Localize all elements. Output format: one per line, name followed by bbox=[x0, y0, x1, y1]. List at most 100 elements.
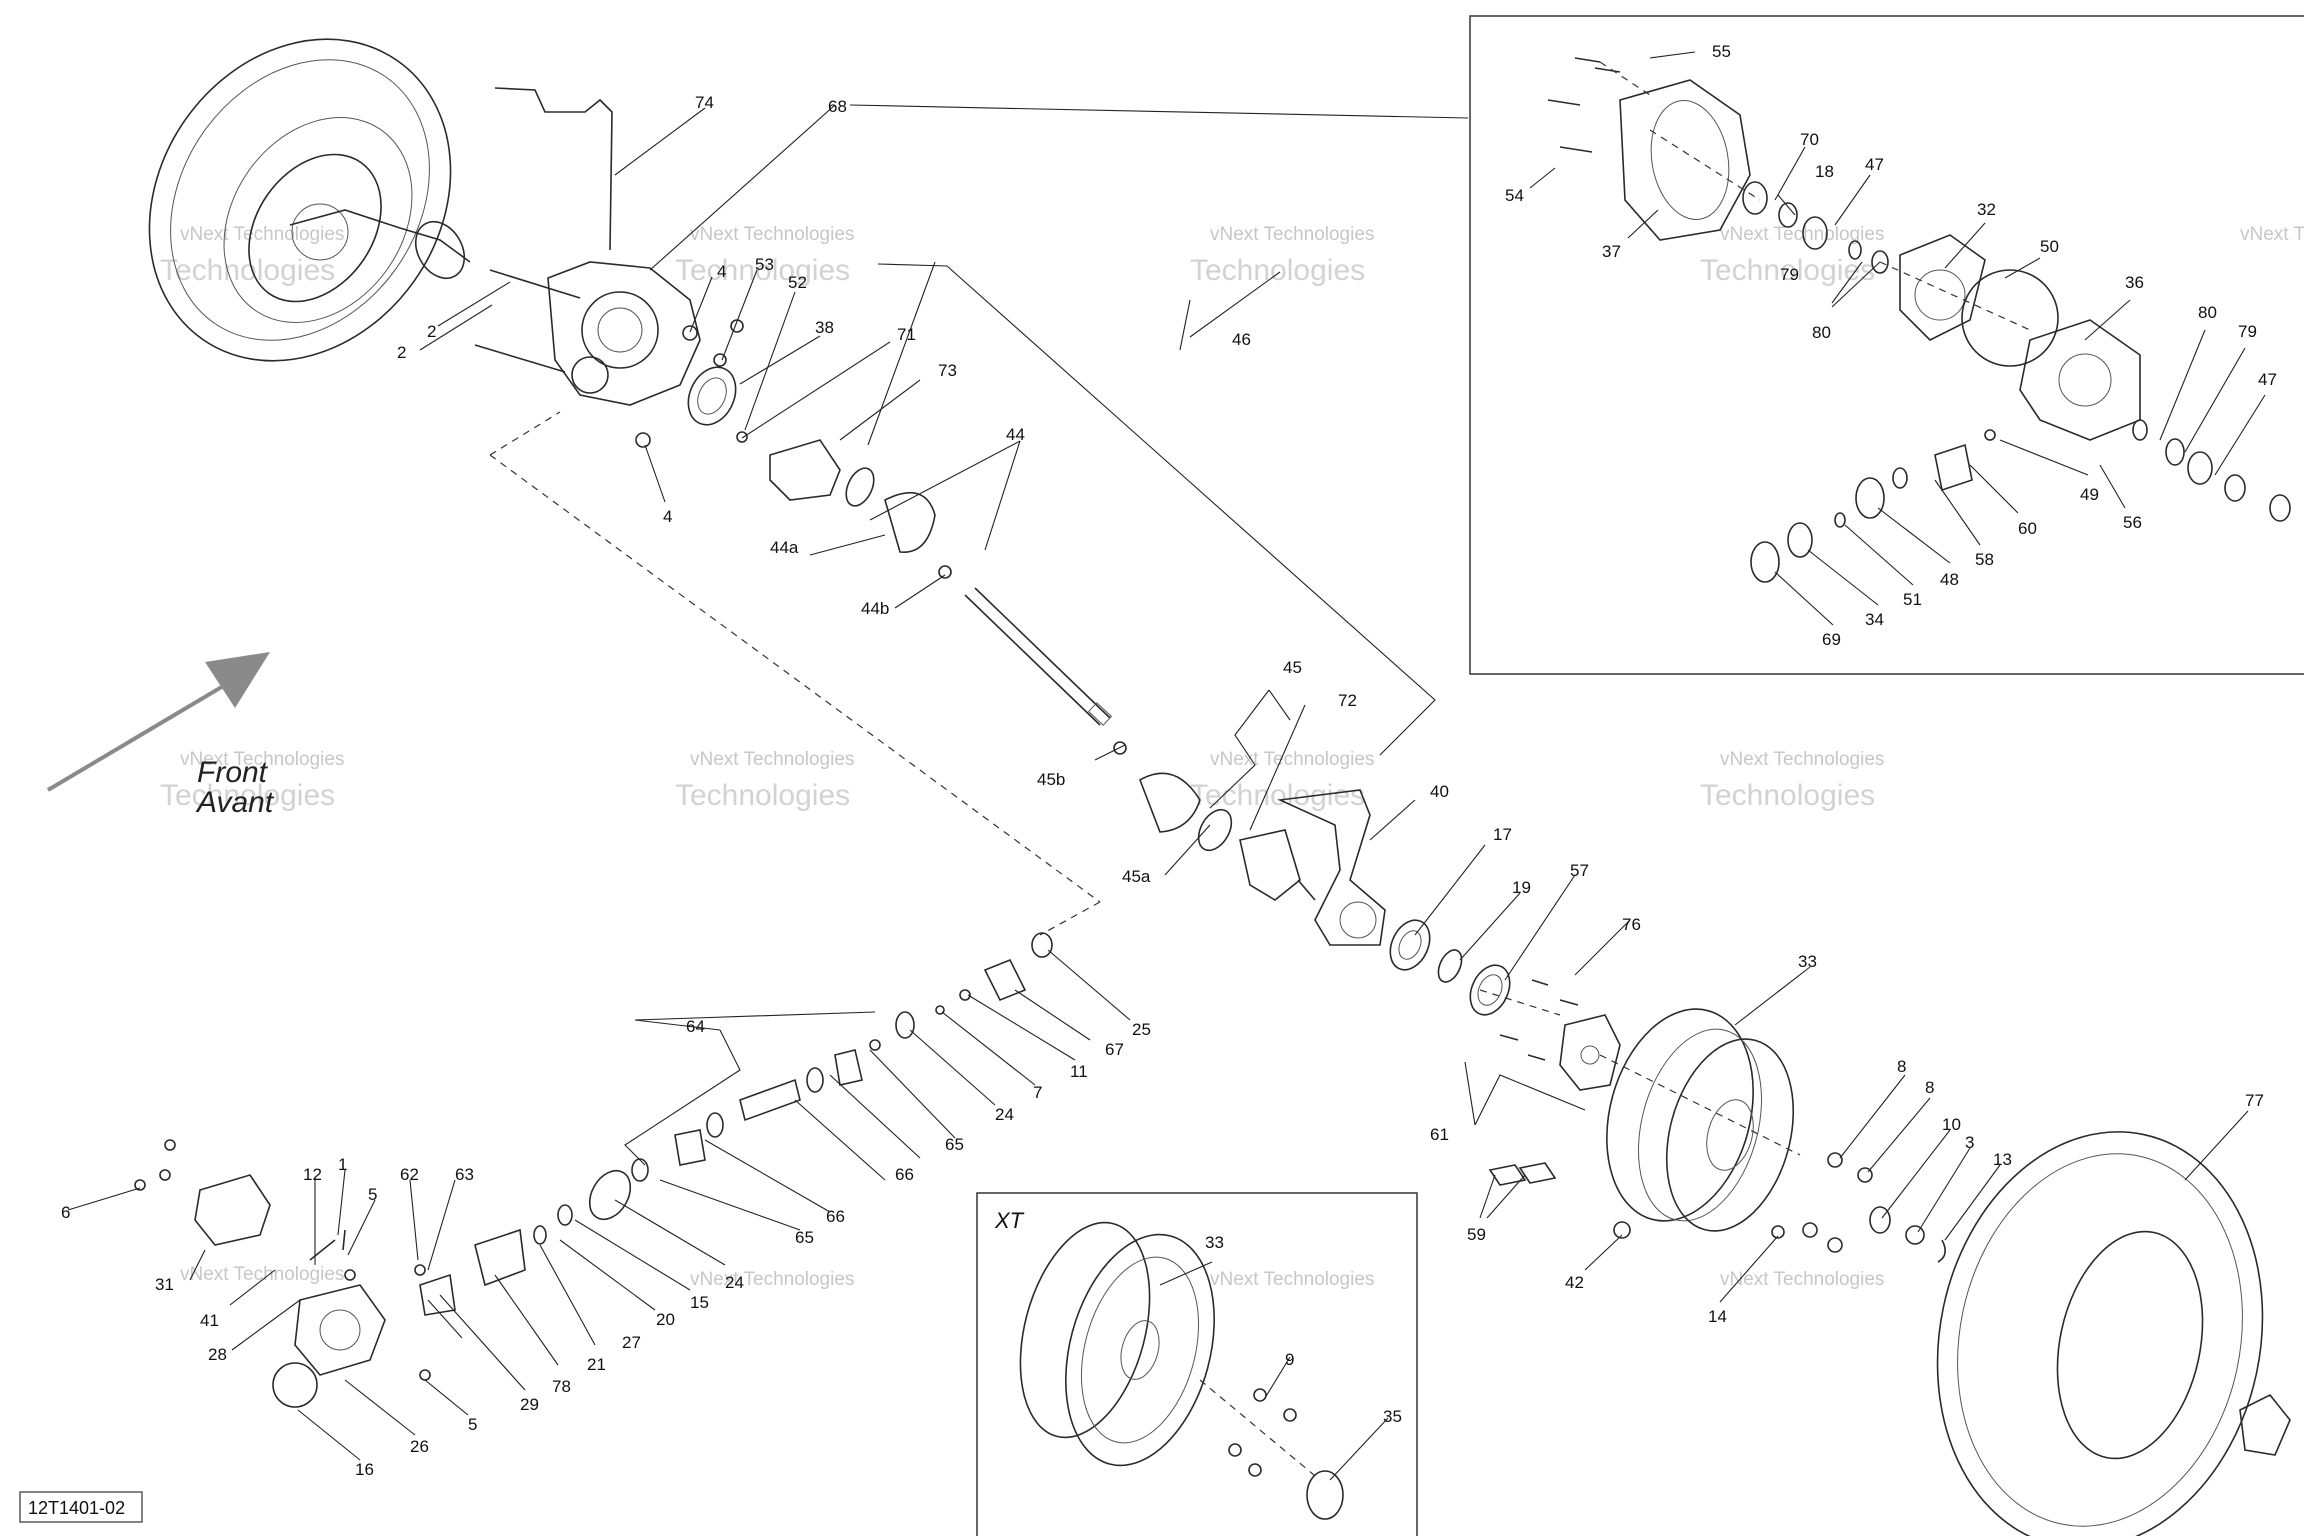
callout-67: 67 bbox=[1105, 1040, 1124, 1059]
wheel-weights bbox=[1488, 1162, 1557, 1186]
front-differential bbox=[474, 261, 744, 448]
callout-19: 19 bbox=[1512, 878, 1531, 897]
callout-45b: 45b bbox=[1037, 770, 1065, 789]
callout-79: 79 bbox=[1780, 265, 1799, 284]
callout-10: 10 bbox=[1942, 1115, 1961, 1134]
xt-wheel bbox=[1019, 1221, 1344, 1520]
callout-17: 17 bbox=[1493, 825, 1512, 844]
callout-44a: 44a bbox=[770, 538, 799, 557]
callout-24: 24 bbox=[725, 1273, 744, 1292]
callout-34: 34 bbox=[1865, 610, 1884, 629]
callout-47: 47 bbox=[2258, 370, 2277, 389]
callout-12: 12 bbox=[303, 1165, 322, 1184]
callout-48: 48 bbox=[1940, 570, 1959, 589]
callout-44: 44 bbox=[1006, 425, 1025, 444]
callout-61: 61 bbox=[1430, 1125, 1449, 1144]
callout-53: 53 bbox=[755, 255, 774, 274]
outer-cv-joint bbox=[1113, 741, 1316, 901]
callout-79: 79 bbox=[2238, 322, 2257, 341]
callout-64: 64 bbox=[686, 1017, 705, 1036]
callout-80: 80 bbox=[1812, 323, 1831, 342]
output-shaft-parts bbox=[687, 366, 952, 579]
callout-2: 2 bbox=[427, 322, 436, 341]
callout-18: 18 bbox=[1815, 162, 1834, 181]
callout-15: 15 bbox=[690, 1293, 709, 1312]
watermark-text: vNext Technologies bbox=[1720, 224, 1884, 245]
callout-73: 73 bbox=[938, 361, 957, 380]
watermarks: vNext Technologies Technologies vNext Te… bbox=[160, 224, 2304, 1290]
callout-26: 26 bbox=[410, 1437, 429, 1456]
watermark-text: vNext Technologies bbox=[1210, 1269, 1374, 1290]
steering-knuckle bbox=[1277, 789, 1386, 946]
callout-1: 1 bbox=[338, 1155, 347, 1174]
callout-24: 24 bbox=[995, 1105, 1014, 1124]
callout-4: 4 bbox=[717, 262, 726, 281]
watermark-text: vNext Technologies bbox=[690, 224, 854, 245]
wheel-rim bbox=[1606, 1008, 1795, 1239]
callout-25: 25 bbox=[1132, 1020, 1151, 1039]
differential-inset-frame bbox=[1469, 15, 2304, 675]
callout-38: 38 bbox=[815, 318, 834, 337]
callout-72: 72 bbox=[1338, 691, 1357, 710]
callout-66: 66 bbox=[826, 1207, 845, 1226]
front-tire-assembly bbox=[148, 38, 471, 362]
watermark-text: Technologies bbox=[1700, 254, 1875, 287]
watermark-text: vNext Technologies bbox=[1210, 224, 1374, 245]
xt-inset-label: XT bbox=[994, 1208, 1025, 1233]
callout-16: 16 bbox=[355, 1460, 374, 1479]
callout-50: 50 bbox=[2040, 237, 2059, 256]
watermark-text: Technologies bbox=[160, 254, 335, 287]
callout-27: 27 bbox=[622, 1333, 641, 1352]
callout-52: 52 bbox=[788, 273, 807, 292]
callout-80: 80 bbox=[2198, 303, 2217, 322]
callout-60: 60 bbox=[2018, 519, 2037, 538]
callout-35: 35 bbox=[1383, 1407, 1402, 1426]
watermark-text: vNext Technologies bbox=[690, 1269, 854, 1290]
callout-69: 69 bbox=[1822, 630, 1841, 649]
callout-51: 51 bbox=[1903, 590, 1922, 609]
watermark-text: vNext Technologies bbox=[1210, 749, 1374, 770]
callout-68: 68 bbox=[828, 97, 847, 116]
callout-78: 78 bbox=[552, 1377, 571, 1396]
callout-71: 71 bbox=[897, 325, 916, 344]
callout-36: 36 bbox=[2125, 273, 2144, 292]
callout-58: 58 bbox=[1975, 550, 1994, 569]
callout-2: 2 bbox=[397, 343, 406, 362]
avant-label: Avant bbox=[195, 786, 275, 819]
callout-59: 59 bbox=[1467, 1225, 1486, 1244]
callout-5: 5 bbox=[368, 1185, 377, 1204]
callout-8: 8 bbox=[1897, 1057, 1906, 1076]
wheel-bearing-stack bbox=[1389, 919, 1511, 1016]
lower-left-bearing-stack bbox=[419, 932, 1053, 1316]
callout-55: 55 bbox=[1712, 42, 1731, 61]
callout-49: 49 bbox=[2080, 485, 2099, 504]
watermark-text: vNext Technologies bbox=[1720, 749, 1884, 770]
watermark-text: vNext Technologies bbox=[1720, 1269, 1884, 1290]
callout-40: 40 bbox=[1430, 782, 1449, 801]
xt-wheel-inset-frame bbox=[976, 1192, 1418, 1536]
differential-inset-parts bbox=[1547, 57, 2291, 583]
callout-21: 21 bbox=[587, 1355, 606, 1374]
callout-46: 46 bbox=[1232, 330, 1251, 349]
callout-66: 66 bbox=[895, 1165, 914, 1184]
callout-41: 41 bbox=[200, 1311, 219, 1330]
callout-65: 65 bbox=[945, 1135, 964, 1154]
watermark-text: Technologies bbox=[1700, 779, 1875, 812]
axle-shaft bbox=[964, 587, 1113, 726]
callout-76: 76 bbox=[1622, 915, 1641, 934]
callout-8: 8 bbox=[1925, 1078, 1934, 1097]
hub-and-studs bbox=[1499, 979, 1621, 1091]
callout-37: 37 bbox=[1602, 242, 1621, 261]
callout-13: 13 bbox=[1993, 1150, 2012, 1169]
callout-56: 56 bbox=[2123, 513, 2142, 532]
callout-29: 29 bbox=[520, 1395, 539, 1414]
watermark-text: vNext Technologies bbox=[2240, 224, 2304, 245]
watermark-text: Technologies bbox=[160, 779, 335, 812]
callout-74: 74 bbox=[695, 93, 714, 112]
callout-7: 7 bbox=[1033, 1083, 1042, 1102]
front-label: Front bbox=[197, 756, 269, 789]
callout-5: 5 bbox=[468, 1415, 477, 1434]
figure-code-box bbox=[19, 1491, 143, 1523]
callout-65: 65 bbox=[795, 1228, 814, 1247]
